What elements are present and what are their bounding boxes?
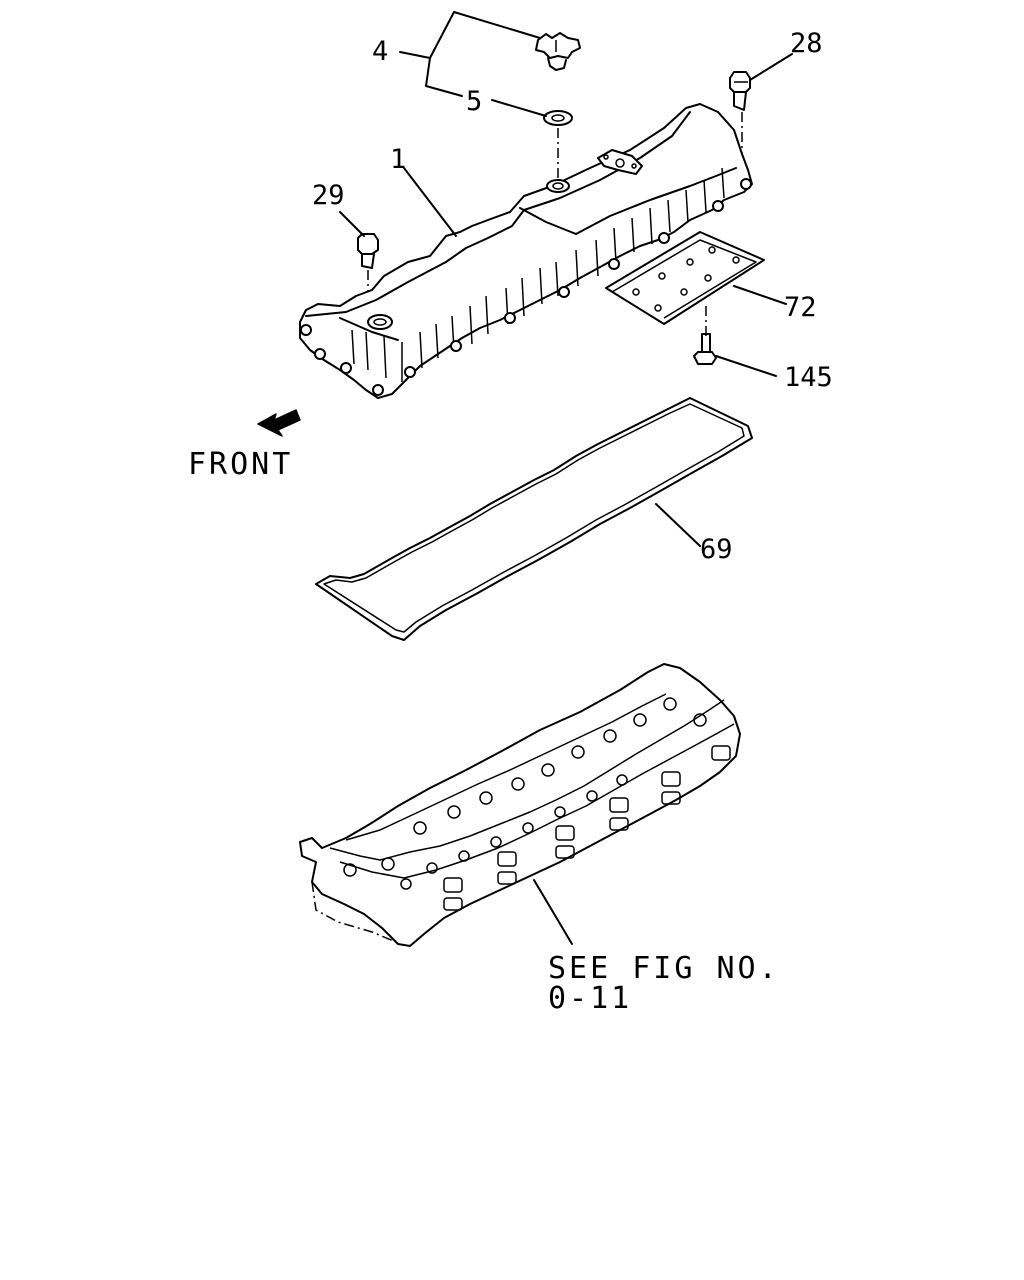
callout-5: 5 [466,86,482,117]
callout-4: 4 [372,36,388,67]
breather-plate [605,231,765,325]
bolt-28 [729,71,751,111]
callout-72: 72 [784,292,817,323]
callout-28: 28 [790,28,823,59]
see-fig-line2: 0-11 [548,981,632,1016]
callout-145: 145 [784,362,833,393]
bolt-29 [357,233,379,269]
filler-gasket [543,110,573,126]
head-cover-gasket [315,397,753,641]
callout-1: 1 [390,144,406,175]
oil-filler-cap [535,32,581,71]
leader-lines [339,11,793,945]
callout-69: 69 [700,534,733,565]
front-label: FRONT [188,447,293,482]
callout-29: 29 [312,180,345,211]
see-fig-line1: SEE FIG NO. [548,951,780,986]
cylinder-head [299,663,741,947]
front-arrow-icon [257,409,301,437]
bolt-145 [693,333,717,365]
head-cover [299,103,753,399]
